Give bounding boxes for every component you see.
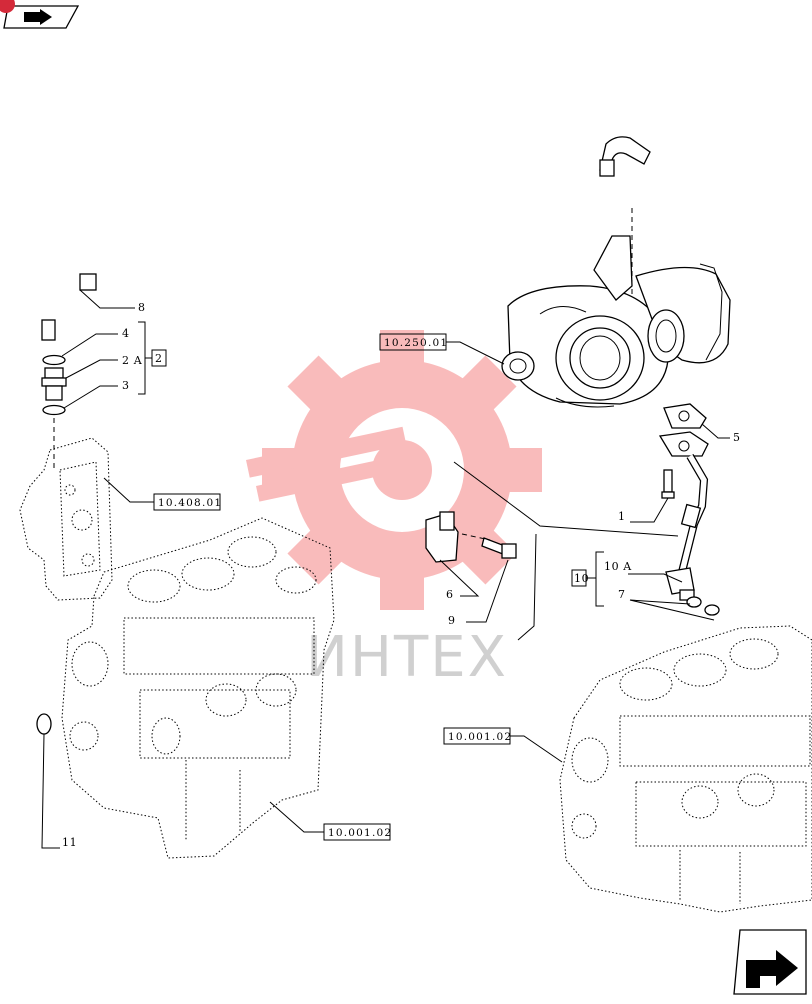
callout-2a: 2 A	[122, 354, 143, 367]
callout-2: 2	[155, 352, 163, 365]
clip-bracket	[425, 511, 459, 563]
turbocharger	[501, 235, 731, 408]
filter-housing	[19, 437, 113, 601]
callout-1: 1	[618, 510, 626, 523]
bolt-9	[481, 537, 517, 559]
callout-10a: 10 A	[604, 560, 632, 573]
watermark-gear	[246, 330, 542, 610]
watermark-text: ИНТЕХ	[306, 625, 508, 690]
callout-9: 9	[448, 614, 456, 627]
gasket	[663, 403, 707, 429]
callout-10: 10	[574, 572, 589, 585]
ref-block-right: 10.001.02	[448, 731, 512, 743]
callout-7: 7	[618, 588, 626, 601]
ref-filter: 10.408.01	[158, 497, 222, 509]
engine-block-left	[61, 517, 335, 859]
next-page-arrow-icon[interactable]	[733, 929, 807, 995]
callout-8: 8	[138, 301, 146, 314]
bolt-1	[661, 469, 675, 499]
callout-6: 6	[446, 588, 454, 601]
engine-block-right	[559, 625, 812, 913]
callout-3: 3	[122, 379, 130, 392]
feed-pipe	[658, 431, 709, 601]
oil-pipe	[41, 136, 654, 355]
ref-block-left: 10.001.02	[328, 827, 392, 839]
callout-5: 5	[733, 431, 741, 444]
ref-turbo: 10.250.01	[384, 337, 448, 349]
fitting-stack	[41, 354, 67, 416]
book-arrow-icon[interactable]	[0, 0, 80, 29]
callout-4: 4	[122, 327, 130, 340]
callout-11: 11	[62, 836, 77, 849]
